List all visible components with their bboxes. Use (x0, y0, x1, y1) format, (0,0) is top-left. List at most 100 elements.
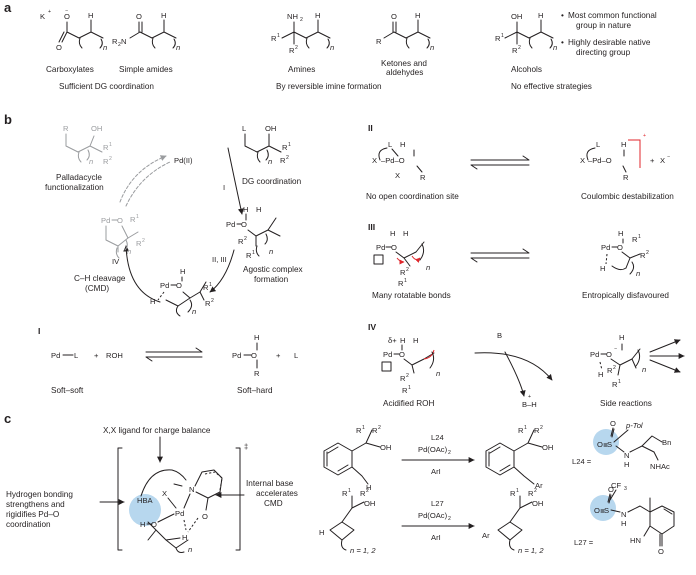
svg-text:Pd: Pd (226, 220, 235, 229)
svg-text:1: 1 (638, 234, 641, 240)
svg-text:H: H (618, 229, 623, 238)
svg-text:OH: OH (364, 499, 375, 508)
reaction-2-catalyst: Pd(OAc) (418, 511, 448, 520)
svg-text:n: n (636, 269, 640, 278)
svg-text:R: R (512, 46, 518, 55)
svg-text:X: X (660, 156, 665, 165)
svg-text:O: O (597, 440, 603, 449)
soft-hard-label: Soft–hard (237, 386, 273, 395)
arrow-step-ii-iii (209, 249, 235, 293)
svg-text:2: 2 (244, 236, 247, 242)
svg-text:R: R (400, 268, 406, 277)
svg-text:n = 1, 2: n = 1, 2 (518, 546, 544, 555)
svg-text:H: H (400, 336, 405, 345)
palladacycle-label-2: functionalization (45, 183, 104, 192)
svg-text:+: + (643, 133, 646, 139)
bullet-1-line-1: Most common functional (568, 11, 657, 20)
palladacycle-label-1: Palladacycle (56, 173, 102, 182)
svg-text:Pd: Pd (175, 509, 184, 518)
substrate-alcohol-structure: L OH n R 1 R 2 (242, 124, 291, 166)
svg-text:2: 2 (406, 267, 409, 273)
bullet-1-line-2: group in nature (576, 21, 632, 30)
rotatable-bonds-structure: H H Pd O R 2 R 1 n (373, 229, 430, 288)
svg-text:HBA: HBA (137, 496, 154, 505)
dg-coordination-label: DG coordination (242, 177, 302, 186)
svg-text:K: K (40, 12, 45, 21)
svg-text:R: R (640, 251, 646, 260)
svg-text:H: H (180, 267, 185, 276)
bullet-1-dot: • (561, 11, 564, 20)
l24-ligand-structure: O S O p-Tol N H Bn NHAc (593, 419, 671, 471)
svg-text:2: 2 (211, 298, 214, 304)
svg-text:2: 2 (300, 17, 303, 23)
svg-text:O: O (391, 243, 397, 252)
svg-text:O: O (176, 281, 182, 290)
soft-soft-label: Soft–soft (51, 386, 84, 395)
svg-text:H: H (315, 11, 320, 20)
l24-equals: L24 = (572, 457, 592, 466)
svg-text:L: L (596, 140, 600, 149)
svg-text:N: N (621, 510, 626, 519)
side-arrow-1 (649, 339, 681, 353)
svg-text:‡: ‡ (244, 442, 248, 451)
base-label: B (497, 331, 502, 340)
svg-text:R: R (534, 426, 540, 435)
svg-text:R: R (356, 426, 362, 435)
svg-text:H: H (150, 297, 155, 306)
svg-text:1: 1 (288, 142, 291, 148)
svg-text:OH: OH (380, 443, 391, 452)
svg-text:2: 2 (534, 488, 537, 494)
reaction-1-product: R 1 R 2 OH Ar (485, 425, 553, 490)
svg-text:1: 1 (408, 385, 411, 391)
pd-l-ligand: L (74, 351, 78, 360)
svg-text:R: R (623, 173, 629, 182)
svg-text:H: H (403, 229, 408, 238)
svg-text:H: H (600, 264, 605, 273)
svg-text:OH: OH (511, 12, 522, 21)
svg-text:OH: OH (91, 124, 102, 133)
svg-text:H: H (366, 483, 371, 492)
svg-text:n: n (103, 43, 107, 52)
svg-text:H: H (415, 11, 420, 20)
hbond-label-3: rigidifies Pd–O (6, 510, 59, 519)
svg-text:H: H (621, 140, 626, 149)
reaction-1-reagent: ArI (431, 467, 441, 476)
svg-text:R: R (238, 237, 244, 246)
svg-text:O: O (241, 220, 247, 229)
svg-text:R: R (289, 46, 295, 55)
footer-no-strategies: No effective strategies (511, 82, 592, 91)
svg-text:X: X (395, 171, 400, 180)
deprotonation-arrow (474, 352, 553, 381)
svg-text:2: 2 (406, 373, 409, 379)
svg-text:H: H (140, 520, 145, 529)
svg-text:S: S (604, 506, 609, 515)
svg-text:Pd: Pd (383, 350, 392, 359)
no-open-site-structure: L X –Pd–O H X R (372, 140, 426, 182)
svg-text:1: 1 (501, 33, 504, 39)
svg-text:OH: OH (532, 499, 543, 508)
svg-text:H: H (538, 11, 543, 20)
palladacycle-structure: Pd O R 1 R 2 n (101, 214, 145, 259)
arrow-regeneration-1 (119, 155, 167, 203)
reaction-2-product: R 1 R 2 OH Ar n = 1, 2 (482, 488, 544, 555)
svg-text:R: R (402, 386, 408, 395)
svg-text:R: R (112, 37, 118, 46)
ketones-label-1: Ketones and (381, 59, 427, 68)
svg-text:R: R (376, 37, 382, 46)
svg-text:p-Tol: p-Tol (625, 421, 643, 430)
equilibrium-arrow-ii-rev (470, 164, 530, 170)
svg-text:n: n (430, 43, 434, 52)
cationic-complex-structure: L X –Pd–O H R + + X − (580, 133, 670, 182)
rotatable-bonds-label: Many rotatable bonds (372, 291, 451, 300)
svg-text:N: N (624, 451, 629, 460)
internal-base-label-3: CMD (264, 499, 283, 508)
svg-text:R: R (607, 366, 613, 375)
simple-amide-structure: O R 2 N H n (112, 11, 180, 52)
internal-base-label-2: accelerates (256, 489, 298, 498)
svg-text:n: n (176, 43, 180, 52)
svg-text:+: + (650, 156, 655, 165)
svg-text:O: O (202, 512, 208, 521)
step-ii-iii-label: II, III (212, 255, 227, 264)
svg-text:R: R (203, 283, 209, 292)
ketones-label-2: aldehydes (386, 68, 423, 77)
